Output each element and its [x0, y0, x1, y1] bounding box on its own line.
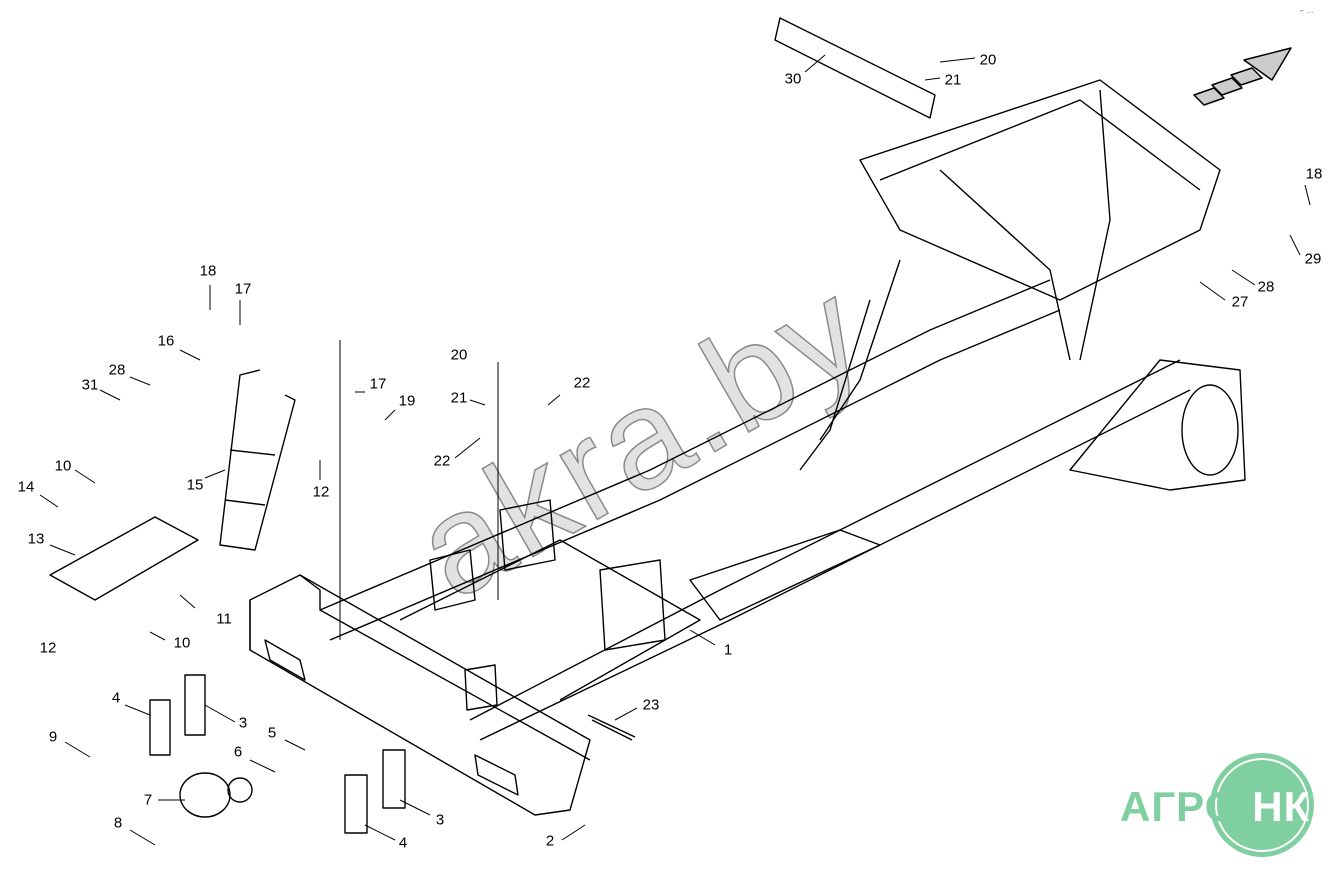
panel-30 [774, 17, 936, 119]
callout-label: 4 [398, 834, 408, 852]
callout-label: 23 [642, 696, 660, 714]
callout-label: 11 [216, 610, 232, 628]
logo-text: АГРО НКА [1120, 783, 1335, 831]
callout-label: 14 [17, 478, 35, 496]
callout-label: 20 [450, 346, 468, 364]
callout-label: 22 [433, 452, 451, 470]
callout-label: 22 [573, 374, 591, 392]
callout-label: 7 [143, 791, 153, 809]
callout-label: 5 [267, 724, 277, 742]
callout-label: 19 [398, 392, 416, 410]
frame-rails [319, 79, 1246, 741]
callout-label: 12 [39, 639, 57, 657]
callout-label: 4 [111, 689, 121, 707]
callout-label: 3 [238, 714, 248, 732]
callout-label: 28 [1257, 278, 1275, 296]
callout-label: 1 [723, 641, 733, 659]
callout-label: 20 [979, 51, 997, 69]
callout-label: 28 [108, 361, 126, 379]
corner-mark: ⌐ ... [1300, 6, 1314, 15]
callout-label: 10 [54, 457, 72, 475]
callout-label: 31 [81, 376, 99, 394]
agronka-logo [1210, 753, 1314, 857]
callout-label: 21 [450, 389, 468, 407]
callout-label: 30 [784, 70, 802, 88]
callout-label: 18 [199, 262, 217, 280]
callout-label: 17 [234, 280, 252, 298]
leader-lines [39, 54, 1311, 846]
callout-label: 29 [1304, 250, 1322, 268]
callout-label: 21 [944, 71, 962, 89]
callout-label: 10 [173, 634, 191, 652]
tow-hook [149, 674, 636, 834]
callout-label: 18 [1305, 165, 1323, 183]
callout-label: 12 [312, 483, 330, 501]
callout-label: 17 [369, 375, 387, 393]
logo-left: АГРО [1120, 783, 1239, 830]
callout-label: 3 [435, 811, 445, 829]
callout-label: 9 [48, 728, 58, 746]
callout-label: 6 [233, 743, 243, 761]
callout-label: 8 [113, 814, 123, 832]
callout-label: 15 [186, 476, 204, 494]
callout-label: 27 [1231, 293, 1249, 311]
direction-arrow-icon [1193, 47, 1292, 106]
callout-label: 2 [545, 832, 555, 850]
callout-label: 16 [157, 332, 175, 350]
front-bumper [249, 574, 591, 816]
callout-label: 13 [27, 530, 45, 548]
step-ladder [49, 369, 296, 601]
logo-right: НКА [1252, 783, 1335, 830]
